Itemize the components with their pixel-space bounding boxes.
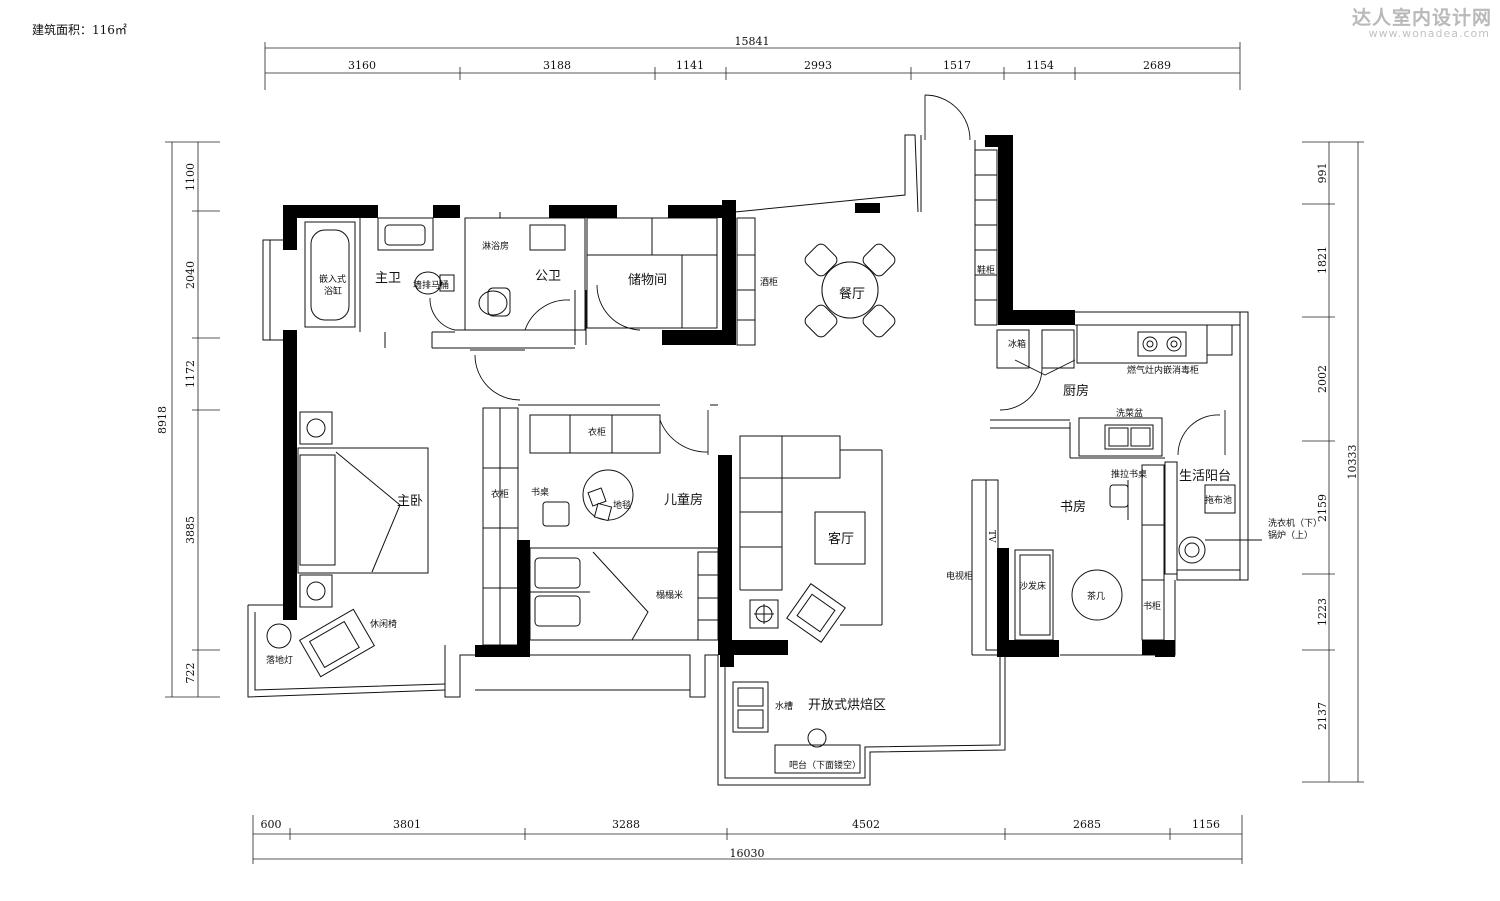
room-dining: 餐厅 bbox=[839, 286, 865, 302]
label-washer: 洗衣机（下） bbox=[1268, 517, 1322, 529]
dim-top-4: 2993 bbox=[804, 59, 832, 72]
dim-bottom-1: 600 bbox=[261, 818, 282, 831]
label-tv: TV bbox=[986, 530, 996, 543]
dim-bottom-2: 3801 bbox=[393, 818, 421, 831]
dim-bottom-6: 1156 bbox=[1192, 818, 1220, 831]
dim-left-4: 3885 bbox=[184, 516, 197, 544]
label-floor-lamp: 落地灯 bbox=[266, 654, 293, 666]
label-water-sink: 水槽 bbox=[775, 700, 793, 712]
room-utility-balcony: 生活阳台 bbox=[1179, 469, 1231, 484]
dim-right-6: 2137 bbox=[1316, 702, 1329, 730]
label-wine-cabinet: 酒柜 bbox=[760, 276, 778, 288]
dim-top-3: 1141 bbox=[676, 59, 704, 72]
dimension-labels: 15841 3160 3188 1141 2993 1517 1154 2689… bbox=[156, 35, 1359, 860]
label-bar: 吧台（下面镂空） bbox=[789, 759, 861, 771]
watermark-brand: 达人室内设计网 bbox=[1351, 7, 1492, 29]
floor-lamp-icon bbox=[749, 599, 779, 629]
label-wardrobe-kids: 衣柜 bbox=[588, 426, 606, 438]
label-stove: 燃气灶内嵌消毒柜 bbox=[1127, 364, 1199, 376]
room-kitchen: 厨房 bbox=[1063, 383, 1089, 399]
watermark-url: www.wonadea.com bbox=[1368, 27, 1490, 40]
label-rug: 地毯 bbox=[613, 499, 631, 511]
dim-top-7: 2689 bbox=[1143, 59, 1171, 72]
label-wardrobe-master: 衣柜 bbox=[491, 488, 509, 500]
room-kids-room: 儿童房 bbox=[664, 492, 703, 508]
dim-bottom-3: 3288 bbox=[612, 818, 640, 831]
dim-bottom-total: 16030 bbox=[730, 847, 765, 860]
dim-bottom-4: 4502 bbox=[852, 818, 880, 831]
label-shower: 淋浴房 bbox=[482, 240, 509, 252]
dim-right-2: 1821 bbox=[1316, 246, 1329, 274]
room-public-bath: 公卫 bbox=[535, 269, 561, 284]
thin-walls bbox=[247, 134, 1262, 786]
dimension-lines bbox=[165, 42, 1364, 864]
label-bookcase: 书柜 bbox=[1143, 600, 1161, 612]
dim-right-4: 2159 bbox=[1316, 494, 1329, 522]
dim-right-3: 2002 bbox=[1316, 365, 1329, 393]
label-fridge: 冰箱 bbox=[1008, 338, 1026, 350]
label-lounge-chair: 休闲椅 bbox=[370, 618, 397, 630]
dim-left-total: 8918 bbox=[156, 406, 169, 434]
rug-cushions bbox=[587, 487, 613, 522]
area-note: 建筑面积：116㎡ bbox=[32, 23, 127, 37]
label-bathtub-2: 浴缸 bbox=[324, 285, 342, 297]
room-storage: 储物间 bbox=[628, 273, 667, 288]
room-living-room: 客厅 bbox=[828, 531, 854, 547]
dim-top-total: 15841 bbox=[735, 35, 770, 48]
label-wall-toilet: 墙排马桶 bbox=[413, 279, 449, 291]
label-sliding-desk: 推拉书桌 bbox=[1111, 468, 1147, 480]
dim-top-5: 1517 bbox=[943, 59, 971, 72]
room-master-bedroom: 主卧 bbox=[397, 494, 423, 509]
dim-top-1: 3160 bbox=[348, 59, 376, 72]
fixture-labels: 嵌入式 浴缸 墙排马桶 淋浴房 酒柜 鞋柜 冰箱 燃气灶内嵌消毒柜 洗菜盆 拖布… bbox=[266, 240, 1322, 771]
dim-left-1: 1100 bbox=[184, 163, 197, 191]
dim-top-2: 3188 bbox=[543, 59, 571, 72]
dim-right-5: 1223 bbox=[1316, 598, 1329, 626]
room-labels: 主卫 公卫 储物间 餐厅 厨房 主卧 儿童房 客厅 书房 生活阳台 开放式烘焙区 bbox=[375, 269, 1231, 713]
dim-left-2: 2040 bbox=[184, 261, 197, 289]
room-baking-area: 开放式烘焙区 bbox=[808, 698, 886, 713]
room-master-bath: 主卫 bbox=[375, 271, 401, 286]
label-sink: 洗菜盆 bbox=[1116, 407, 1143, 419]
label-bathtub-1: 嵌入式 bbox=[319, 273, 346, 285]
dim-right-1: 991 bbox=[1316, 163, 1329, 184]
dim-top-6: 1154 bbox=[1026, 59, 1054, 72]
label-desk: 书桌 bbox=[531, 486, 549, 498]
room-study: 书房 bbox=[1060, 499, 1086, 515]
label-shoe-cabinet: 鞋柜 bbox=[977, 264, 995, 276]
dim-bottom-5: 2685 bbox=[1073, 818, 1101, 831]
sink-icon bbox=[1104, 424, 1154, 450]
label-tatami: 榻榻米 bbox=[656, 589, 683, 601]
door-swings bbox=[429, 94, 1226, 456]
dim-left-3: 1172 bbox=[184, 360, 197, 388]
dim-left-5: 722 bbox=[184, 663, 197, 684]
label-sofa-bed: 沙发床 bbox=[1019, 580, 1046, 592]
label-tv-cabinet: 电视柜 bbox=[946, 570, 973, 582]
label-boiler: 锅炉（上） bbox=[1268, 529, 1313, 541]
label-mop-sink: 拖布池 bbox=[1205, 494, 1232, 506]
stove-icon bbox=[1137, 331, 1187, 357]
dim-right-total: 10333 bbox=[1346, 445, 1359, 480]
structural-walls bbox=[283, 135, 1175, 667]
label-tea-table: 茶几 bbox=[1087, 590, 1105, 602]
dining-chairs bbox=[804, 243, 896, 338]
